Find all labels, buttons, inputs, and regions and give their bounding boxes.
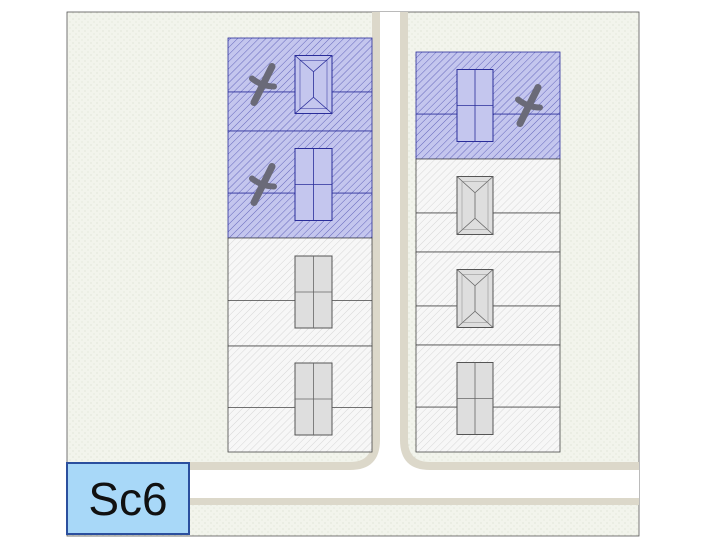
plot-L1[interactable] xyxy=(227,37,373,132)
cross-mark-icon xyxy=(515,84,543,127)
roof-hip-lines xyxy=(294,55,333,114)
cross-mark-icon xyxy=(249,163,277,206)
roof-hip-inner xyxy=(461,274,489,323)
plot-L2[interactable] xyxy=(227,130,373,239)
right-plot-column xyxy=(415,51,561,453)
cross-stroke xyxy=(515,96,543,111)
left-plot-column xyxy=(227,37,373,453)
plot-R2[interactable] xyxy=(415,158,561,253)
roof-hip-lines xyxy=(456,176,494,235)
roof-hip-lines xyxy=(456,269,494,328)
cross-stroke xyxy=(249,175,277,190)
plot-R3[interactable] xyxy=(415,251,561,346)
roof-hip-inner xyxy=(461,181,489,230)
plot-R4[interactable] xyxy=(415,344,561,453)
scenario-label: Sc6 xyxy=(66,462,190,535)
plot-L4[interactable] xyxy=(227,345,373,453)
roof-hip-inner xyxy=(299,60,328,109)
cross-stroke xyxy=(249,75,277,90)
cross-mark-icon xyxy=(249,63,277,106)
plot-L3[interactable] xyxy=(227,237,373,347)
plot-R1[interactable] xyxy=(415,51,561,160)
